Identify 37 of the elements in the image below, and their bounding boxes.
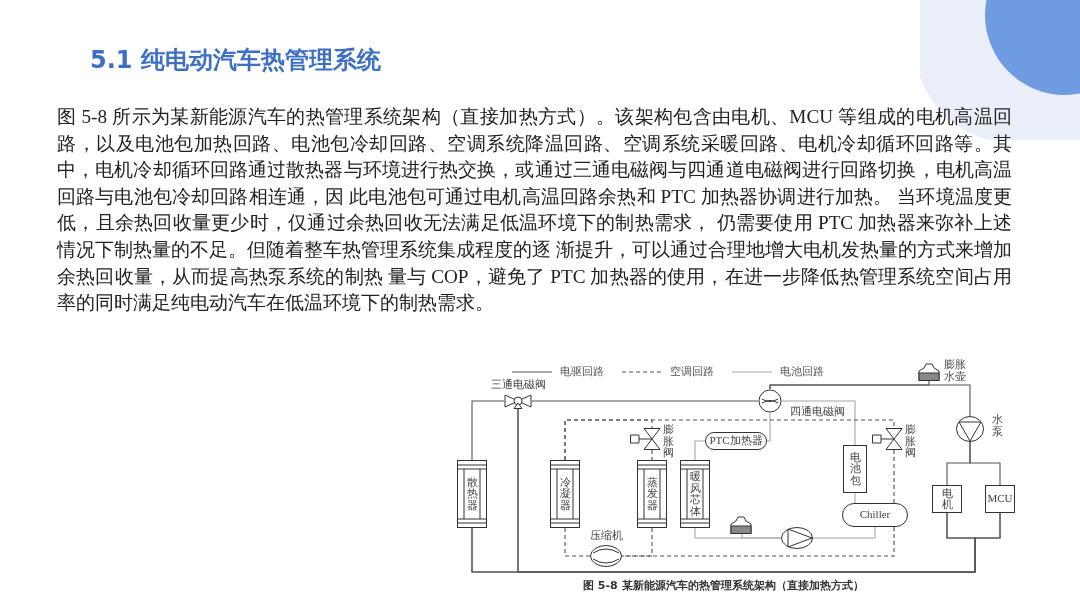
heat-exchanger: 散热器 bbox=[457, 460, 487, 528]
pipe-line bbox=[812, 526, 876, 539]
legend-label: 空调回路 bbox=[670, 365, 714, 378]
pipe-line bbox=[769, 384, 971, 417]
pipe-line bbox=[564, 527, 591, 557]
figure-caption: 图 5-8 某新能源汽车的热管理系统架构（直接加热方式） bbox=[583, 578, 864, 593]
component-label: 膨胀水壶 bbox=[943, 359, 966, 382]
pipe-line bbox=[741, 533, 782, 539]
slide-title: 5.1 纯电动汽车热管理系统 bbox=[90, 45, 381, 76]
component-label: 四通电磁阀 bbox=[788, 406, 846, 418]
pipe-line bbox=[531, 400, 759, 402]
component-label: 压缩机 bbox=[588, 530, 624, 542]
legend-label: 电驱回路 bbox=[560, 365, 604, 378]
pipe-line bbox=[694, 440, 706, 461]
legend-label: 电池回路 bbox=[780, 365, 824, 378]
pipe-line bbox=[969, 441, 1001, 486]
pipe-line bbox=[854, 492, 856, 504]
component-box: PTC加热器 bbox=[705, 432, 767, 450]
pipe-line bbox=[471, 400, 505, 461]
component-box: 电池包 bbox=[843, 445, 867, 493]
body-paragraph: 图 5-8 所示为某新能源汽车的热管理系统架构（直接加热方式）。该架构包含由电机、MCU 等组成的电机高温回路，以及电池包加热回路、电池包冷却回路、空调系统降温回路、空调系统采暖回路、电机冷却循环回路等。其中，电机冷却循环回路通过散热器与环境进行热交换，或通过三通电磁阀与四通道电磁阀进行回路切换，电机高温回路与电池包冷却回路相连通，因 此电池包可通过电机高温回路余热和 PTC 加热器协调进行加热。 当环境温度更低，且余热回收量更少时，仅通过余热回收无法满足低温环境下的制热需求， 仍需要使用 PTC 加热器来弥补上述情况下制热量的不足。但随着整车热管理系统集成程度的逐 渐提升，可以通过合理地增大电机发热量的方式来增加余热回收量，从而提高热泵系统的制热 量与 COP，避免了 PTC 加热器的使用，在进一步降低热管理系统空间占用率的同时满足纯电动汽车在低温环境下的制热需求。 bbox=[57, 105, 1012, 316]
pipe-line bbox=[651, 449, 653, 461]
pipe-line bbox=[781, 400, 856, 446]
pipe-line bbox=[621, 527, 653, 557]
component-label: 膨胀阀 bbox=[662, 424, 674, 459]
pipe-line bbox=[766, 412, 771, 442]
heat-exchanger: 蒸发器 bbox=[637, 460, 667, 528]
component-label: 水泵 bbox=[991, 414, 1003, 437]
pipe-line bbox=[893, 449, 895, 504]
component-label: 三通电磁阀 bbox=[489, 379, 547, 391]
component-box: Chiller bbox=[842, 503, 908, 527]
pipe-line bbox=[564, 419, 895, 461]
heat-exchanger: 暖风芯体 bbox=[680, 460, 710, 528]
component-box: 电机 bbox=[932, 485, 962, 513]
heat-exchanger: 冷凝器 bbox=[550, 460, 580, 528]
component-label: 膨胀阀 bbox=[904, 424, 916, 459]
component-box: MCU bbox=[985, 485, 1015, 513]
